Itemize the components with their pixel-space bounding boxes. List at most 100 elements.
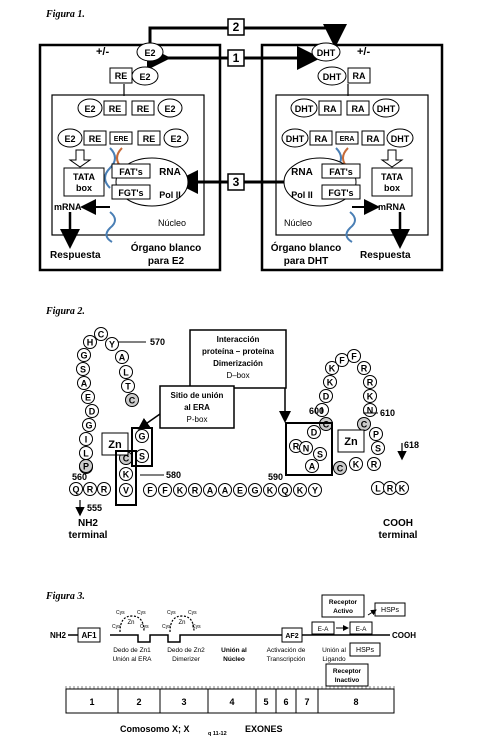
loop1-c-extra: P bbox=[83, 461, 89, 471]
r-dht-top: DHT bbox=[317, 48, 336, 58]
pbox-info-box bbox=[159, 385, 235, 429]
stem1-res-4-circle bbox=[119, 483, 133, 497]
label-3-box bbox=[227, 173, 245, 191]
l-d2-e2a bbox=[57, 128, 83, 148]
l-tata-text: TATA bbox=[73, 172, 95, 182]
cooh-terminal: terminal bbox=[379, 530, 418, 541]
r-nucleo-text: Núcleo bbox=[284, 218, 312, 228]
l-box-text: box bbox=[76, 183, 92, 193]
dbox-res-1-circle bbox=[307, 425, 321, 439]
figure1-diagram: 2 1 3 +/- E2 RE E2 E2 RE RE E2 E2 RE ERE… bbox=[38, 18, 444, 272]
loop2-res-9-circle bbox=[371, 441, 385, 455]
label-3: 3 bbox=[233, 175, 240, 189]
f3-union-ligando-b: Ligando bbox=[322, 656, 346, 663]
stem1-res-4: V bbox=[123, 485, 129, 495]
r-box-text: box bbox=[384, 183, 400, 193]
linker-res-5-circle bbox=[218, 483, 232, 497]
f3-ea1-box bbox=[311, 621, 335, 635]
num-555: 555 bbox=[87, 503, 102, 513]
loop1-res-7-circle bbox=[82, 418, 96, 432]
f3-ri-b: Inactivo bbox=[335, 677, 360, 684]
r-dht-bound: DHT bbox=[323, 72, 342, 82]
right-sign: +/- bbox=[357, 46, 370, 58]
r-d2-dhta-text: DHT bbox=[286, 134, 305, 144]
dbox-info-box bbox=[189, 329, 287, 389]
label-1-box bbox=[227, 49, 245, 67]
linker-res-8-circle bbox=[263, 483, 277, 497]
loop1-res-4-circle bbox=[77, 376, 91, 390]
loop2-res-13-circle bbox=[395, 481, 409, 495]
f3-protein-line bbox=[68, 634, 390, 643]
l-d1-re2 bbox=[131, 100, 155, 116]
l-d2-e2b bbox=[163, 128, 189, 148]
loop1-res-7: G bbox=[85, 420, 92, 430]
linker-res-9-circle bbox=[278, 483, 292, 497]
f3-hsps1: HSPs bbox=[381, 607, 399, 614]
loop2-res-4-circle bbox=[363, 375, 377, 389]
stem1-res-3-circle bbox=[119, 467, 133, 481]
figure3-diagram: NH2 AF1 AF2 COOH Zn Cys Cys Cys Cys Zn C… bbox=[50, 594, 416, 737]
exon-label-6: 6 bbox=[283, 697, 288, 707]
exon-label-5: 5 bbox=[263, 697, 268, 707]
exon-label-4: 4 bbox=[229, 697, 234, 707]
dbox-line1: Interacción bbox=[217, 335, 260, 344]
exon-label-2: 2 bbox=[136, 697, 141, 707]
f3-receptor-inactivo-box bbox=[325, 663, 369, 687]
f3-footer-left: Comosomo X; X bbox=[120, 724, 190, 734]
fig2-caption: Figura 2. bbox=[46, 306, 85, 317]
loop1r-res-3: T bbox=[125, 381, 131, 391]
linker-res-3: R bbox=[192, 485, 199, 495]
f3-cys1c: Cys bbox=[112, 624, 121, 630]
f3-zn1: Zn bbox=[127, 620, 134, 626]
f3-union-ligando-a: Unión al bbox=[322, 647, 346, 654]
linker-res-0: F bbox=[147, 485, 153, 495]
loop1-res-11-circle bbox=[69, 482, 83, 496]
l-respuesta: Respuesta bbox=[50, 250, 101, 261]
f3-union-nucleo-a: Unión al bbox=[221, 647, 247, 654]
l-pol-text: Pol II bbox=[159, 190, 181, 200]
loop2-res-8-circle bbox=[369, 427, 383, 441]
r-dht-bound-ellipse bbox=[317, 66, 347, 86]
loop1-res-9: L bbox=[83, 448, 89, 458]
l-d2-re1-text: RE bbox=[89, 134, 102, 144]
f3-activacion-a: Activación de bbox=[267, 647, 306, 654]
nh2-terminal: terminal bbox=[69, 530, 108, 541]
l-fgts-text: FGT's bbox=[118, 188, 143, 198]
linker-res-10: K bbox=[297, 485, 304, 495]
loop2-res-0-circle bbox=[325, 361, 339, 375]
loop2-res-10: R bbox=[371, 459, 378, 469]
pbox-frame bbox=[131, 427, 153, 467]
l-down-arrow bbox=[68, 149, 92, 168]
loop2-res-7: C bbox=[361, 419, 368, 429]
right-nucleus-box bbox=[275, 94, 429, 236]
loop2-res-8: P bbox=[373, 429, 379, 439]
dbox-res-0: R bbox=[293, 441, 300, 451]
r-tata-box bbox=[371, 167, 413, 197]
loop2l-res-5-circle bbox=[349, 457, 363, 471]
loop2l-res-2-circle bbox=[315, 403, 329, 417]
loop1-res-2: G bbox=[80, 350, 87, 360]
loop1-res-6: D bbox=[89, 406, 96, 416]
nh2-label: NH2 bbox=[78, 518, 98, 529]
f3-ri-a: Receptor bbox=[333, 668, 362, 675]
loop1r-res-1-circle bbox=[115, 350, 129, 364]
label-2: 2 bbox=[233, 20, 240, 34]
linker-res-4-circle bbox=[203, 483, 217, 497]
f3-cys2c: Cys bbox=[162, 624, 171, 630]
l-d1-e2a bbox=[77, 98, 103, 118]
loop1-res-3: S bbox=[80, 364, 86, 374]
l-dna2 bbox=[105, 211, 116, 243]
pbox-arrow bbox=[137, 413, 161, 430]
l-fats-box bbox=[111, 163, 151, 179]
loop2-res-12: R bbox=[387, 483, 394, 493]
f3-dedo2-b: Dimerizer bbox=[172, 656, 201, 663]
left-e2-bound: E2 bbox=[139, 72, 150, 82]
r-organo-2: para DHT bbox=[284, 256, 328, 267]
l-d1-e2b-text: E2 bbox=[164, 104, 175, 114]
pbox-line1: Sitio de unión bbox=[171, 391, 224, 400]
linker-res-11: Y bbox=[312, 485, 318, 495]
loop2-res-3-circle bbox=[357, 361, 371, 375]
f3-receptor-activo-box bbox=[321, 594, 365, 618]
left-nucleus-box bbox=[51, 94, 205, 236]
linker-res-6: E bbox=[237, 485, 243, 495]
